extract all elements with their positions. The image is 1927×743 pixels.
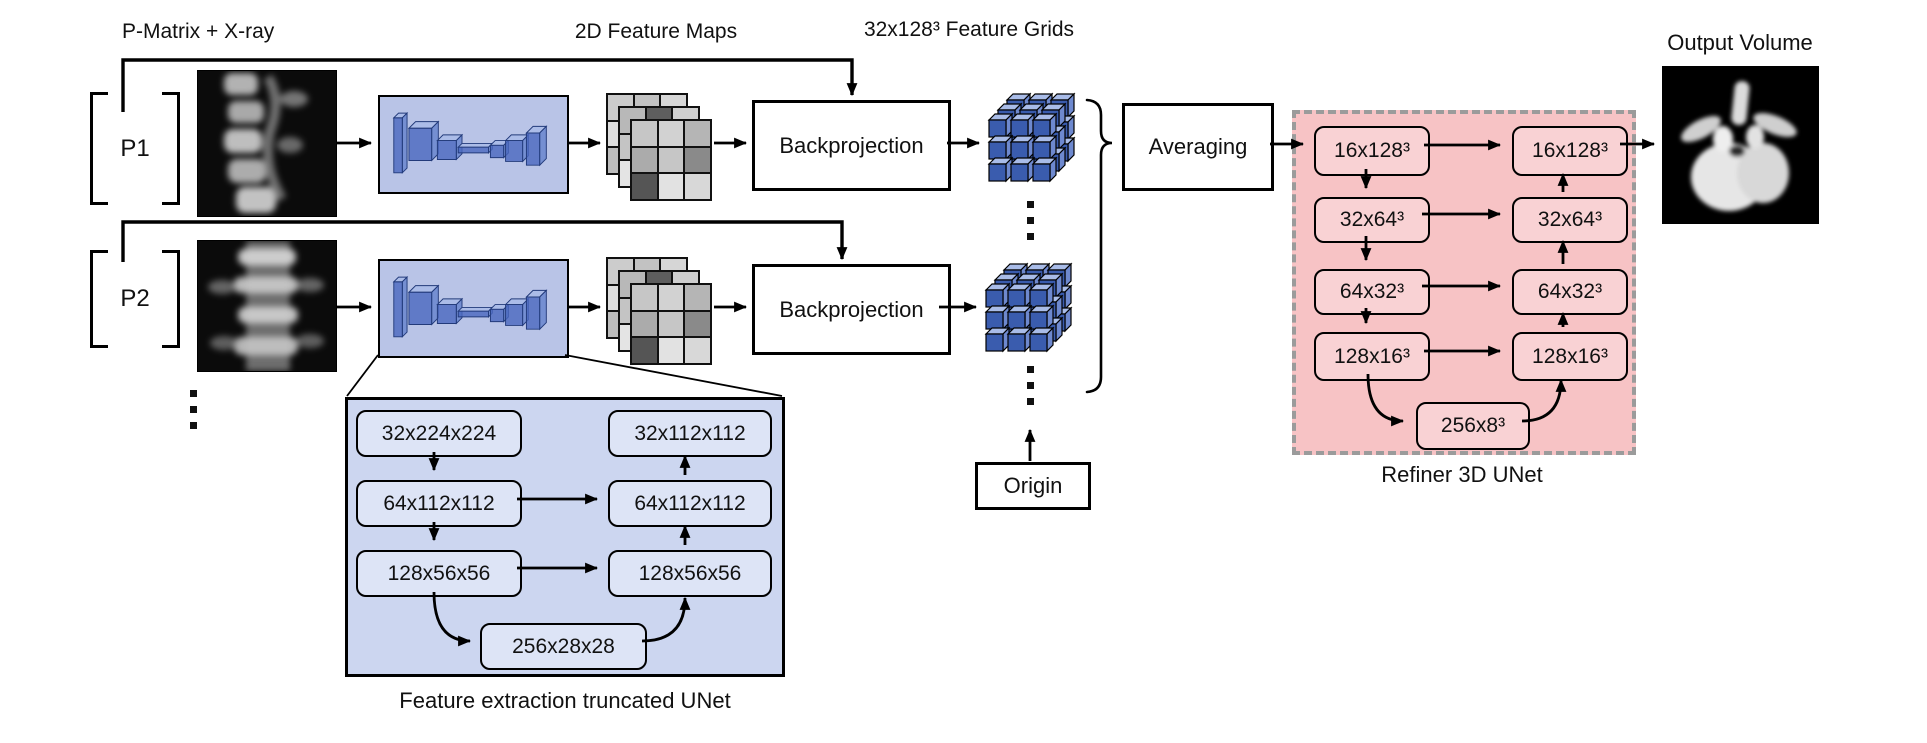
- refiner-decoder-box-4: 128x16³: [1512, 332, 1628, 381]
- xray-lateral-graphic: [198, 71, 336, 216]
- output-volume-image: [1662, 66, 1819, 224]
- feature-grids-brace: [1085, 98, 1113, 394]
- feature-grid-cubes-p2: [982, 262, 1084, 372]
- label-feature-grids: 32x128³ Feature Grids: [863, 18, 1075, 41]
- funet-bottleneck-box: 256x28x28: [480, 623, 647, 670]
- p1-matrix-bracket: P1: [90, 92, 180, 205]
- feature-grid-cubes-p1: [985, 92, 1087, 202]
- origin-label: Origin: [1003, 473, 1063, 498]
- label-2d-feature-maps: 2D Feature Maps: [574, 20, 738, 43]
- backprojection-box-p1: Backprojection: [752, 100, 951, 191]
- more-grids-ellipsis-bottom: [1027, 366, 1034, 405]
- funet-encoder-box-2: 64x112x112: [356, 480, 522, 527]
- feature-map-stack-p2: [606, 257, 712, 365]
- p2-label: P2: [120, 285, 150, 312]
- funet-encoder-box-3: 128x56x56: [356, 550, 522, 597]
- left-bracket-glyph: [90, 92, 108, 205]
- feature-unet-panel: 32x224x224 64x112x112 128x56x56 32x112x1…: [345, 397, 785, 677]
- feature-map-layer: [630, 283, 712, 365]
- p2-matrix-bracket: P2: [90, 250, 180, 348]
- inset-zoom-line-left: [346, 354, 379, 397]
- label-output-volume: Output Volume: [1667, 30, 1813, 55]
- vertebra-render-graphic: [1663, 67, 1818, 223]
- funet-decoder-box-3: 128x56x56: [608, 550, 772, 597]
- refiner-encoder-box-4: 128x16³: [1314, 332, 1430, 381]
- funet-decoder-box-1: 32x112x112: [608, 410, 772, 457]
- refiner-decoder-box-1: 16x128³: [1512, 126, 1628, 176]
- refiner-unet-panel: 16x128³ 32x64³ 64x32³ 128x16³ 16x128³ 32…: [1292, 110, 1636, 455]
- more-grids-ellipsis-top: [1027, 201, 1034, 240]
- funet-decoder-box-2: 64x112x112: [608, 480, 772, 527]
- origin-box: Origin: [975, 462, 1091, 510]
- refiner-encoder-box-3: 64x32³: [1314, 269, 1430, 315]
- averaging-box: Averaging: [1122, 103, 1274, 191]
- funet-encoder-box-1: 32x224x224: [356, 410, 522, 457]
- p1-label: P1: [120, 134, 150, 162]
- refiner-decoder-box-2: 32x64³: [1512, 197, 1628, 243]
- feature-encoder-box-p2: [378, 259, 569, 358]
- backprojection-label: Backprojection: [779, 132, 924, 158]
- averaging-label: Averaging: [1148, 134, 1248, 159]
- feature-grid-cube-graphic: [987, 92, 1076, 183]
- feature-map-layer: [630, 119, 712, 201]
- backprojection-box-p2: Backprojection: [752, 264, 951, 355]
- unet-shape-graphic: [392, 275, 548, 338]
- feature-unet-caption: Feature extraction truncated UNet: [399, 688, 731, 713]
- refiner-decoder-box-3: 64x32³: [1512, 269, 1628, 315]
- more-inputs-ellipsis: [190, 390, 197, 429]
- refiner-encoder-box-2: 32x64³: [1314, 197, 1430, 243]
- xray-image-p1: [197, 70, 337, 217]
- unet-shape-graphic: [392, 111, 548, 174]
- label-p-matrix-xray: P-Matrix + X-ray: [122, 20, 275, 43]
- backprojection-label: Backprojection: [779, 296, 924, 322]
- xray-frontal-graphic: [198, 241, 336, 371]
- refiner-bottleneck-box: 256x8³: [1416, 402, 1530, 450]
- refiner-encoder-box-1: 16x128³: [1314, 126, 1430, 176]
- xray-image-p2: [197, 240, 337, 372]
- feature-grid-cube-graphic: [984, 262, 1073, 353]
- feature-map-stack-p1: [606, 93, 712, 201]
- feature-encoder-box-p1: [378, 95, 569, 194]
- left-bracket-glyph: [90, 250, 108, 348]
- refiner-caption: Refiner 3D UNet: [1381, 462, 1543, 487]
